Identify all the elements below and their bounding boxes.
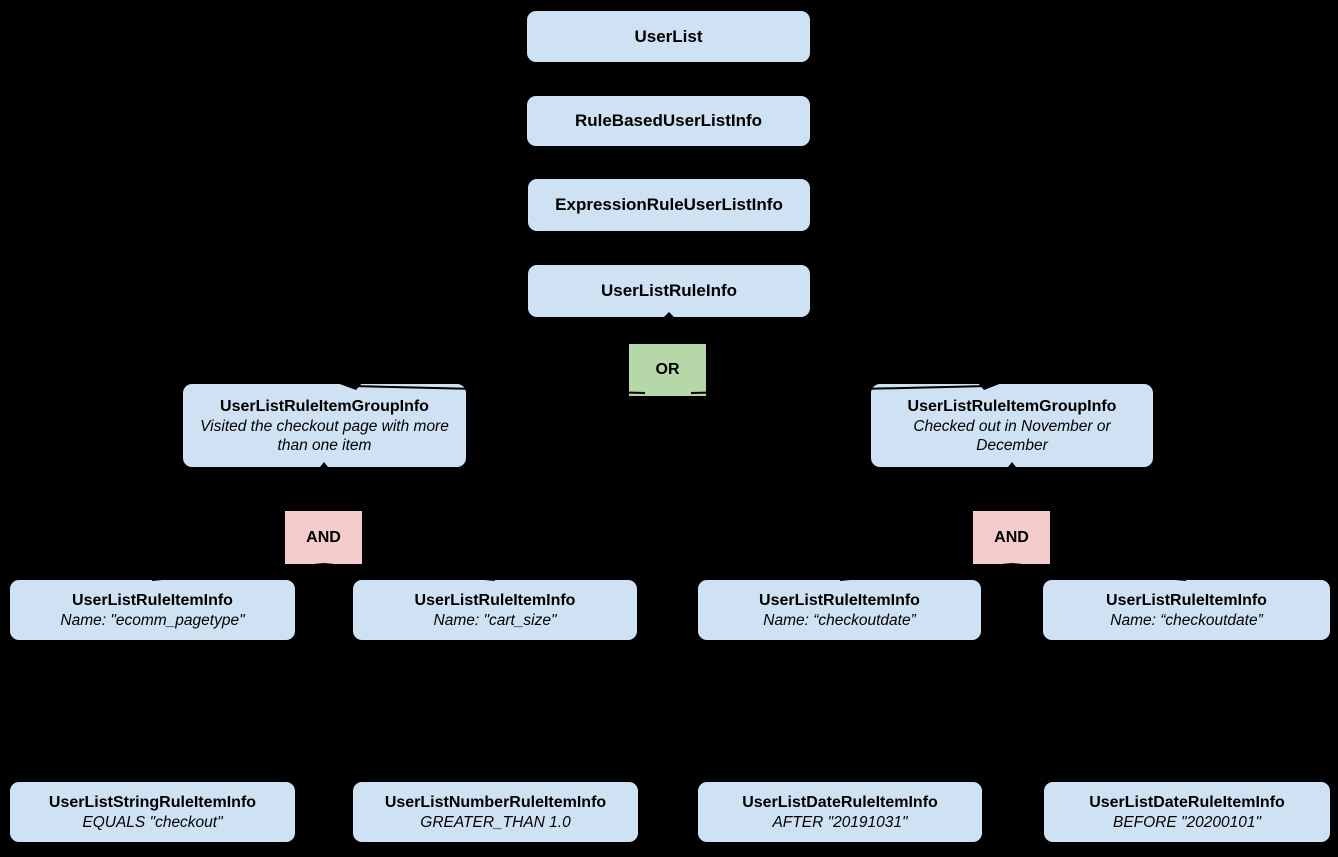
node-rule-item-group-right: UserListRuleItemGroupInfo Checked out in…: [871, 384, 1153, 467]
rule-item-3-title: UserListRuleItemInfo: [759, 591, 920, 609]
rule-item-1-title: UserListRuleItemInfo: [72, 591, 233, 609]
node-rule-item-3: UserListRuleItemInfo Name: “checkoutdate…: [698, 580, 981, 640]
leaf-2-title: UserListNumberRuleItemInfo: [384, 793, 607, 811]
rule-item-1-name: Name: "ecomm_pagetype": [60, 611, 245, 629]
or-operator-label: OR: [655, 361, 680, 378]
leaf-3-condition: AFTER "20191031": [772, 813, 908, 831]
node-expression-rule-title: ExpressionRuleUserListInfo: [555, 195, 783, 214]
and-left-label: AND: [306, 528, 341, 546]
group-left-description: Visited the checkout page with more than…: [200, 417, 449, 454]
edge-and-right-item3: [839, 563, 1013, 581]
node-date-rule-item-info-before: UserListDateRuleItemInfo BEFORE "2020010…: [1044, 782, 1330, 842]
rule-item-2-name: Name: "cart_size": [433, 611, 557, 629]
node-string-rule-item-info: UserListStringRuleItemInfo EQUALS "check…: [10, 782, 295, 842]
edge-and-left-item2: [323, 563, 496, 581]
node-rule-based-title: RuleBasedUserListInfo: [574, 111, 763, 130]
node-user-list-rule-title: UserListRuleInfo: [600, 281, 738, 300]
rule-item-3-name: Name: “checkoutdate”: [763, 611, 916, 629]
node-and-operator-left: AND: [285, 511, 362, 564]
edge-and-right-item4: [1011, 563, 1187, 581]
leaf-1-condition: EQUALS "checkout": [82, 813, 223, 831]
leaf-3-title: UserListDateRuleItemInfo: [742, 793, 938, 811]
node-rule-item-group-left: UserListRuleItemGroupInfo Visited the ch…: [183, 384, 466, 467]
node-rule-based-user-list-info: RuleBasedUserListInfo: [527, 96, 810, 146]
leaf-1-title: UserListStringRuleItemInfo: [48, 793, 257, 811]
node-rule-item-1: UserListRuleItemInfo Name: "ecomm_pagety…: [10, 580, 295, 640]
rule-item-2-title: UserListRuleItemInfo: [414, 591, 576, 609]
node-user-list-rule-info: UserListRuleInfo: [528, 265, 810, 317]
rule-item-4-name: Name: “checkoutdate”: [1110, 611, 1263, 629]
leaf-4-title: UserListDateRuleItemInfo: [1089, 793, 1285, 811]
node-or-operator: OR: [629, 344, 706, 396]
node-userlist-title: UserList: [634, 26, 703, 46]
node-number-rule-item-info: UserListNumberRuleItemInfo GREATER_THAN …: [353, 782, 638, 842]
node-rule-item-4: UserListRuleItemInfo Name: “checkoutdate…: [1043, 580, 1330, 640]
leaf-2-condition: GREATER_THAN 1.0: [420, 813, 571, 831]
edge-and-left-item1: [151, 563, 325, 581]
node-and-operator-right: AND: [973, 511, 1050, 564]
rule-item-4-title: UserListRuleItemInfo: [1106, 591, 1267, 609]
and-right-label: AND: [994, 528, 1029, 546]
node-rule-item-2: UserListRuleItemInfo Name: "cart_size": [353, 580, 637, 640]
group-left-title: UserListRuleItemGroupInfo: [220, 397, 429, 415]
node-expression-rule-user-list-info: ExpressionRuleUserListInfo: [528, 179, 810, 231]
group-right-description: Checked out in November or December: [913, 417, 1111, 454]
group-right-title: UserListRuleItemGroupInfo: [907, 397, 1117, 415]
node-date-rule-item-info-after: UserListDateRuleItemInfo AFTER "20191031…: [698, 782, 982, 842]
leaf-4-condition: BEFORE "20200101": [1112, 813, 1261, 831]
node-userlist: UserList: [527, 11, 810, 62]
